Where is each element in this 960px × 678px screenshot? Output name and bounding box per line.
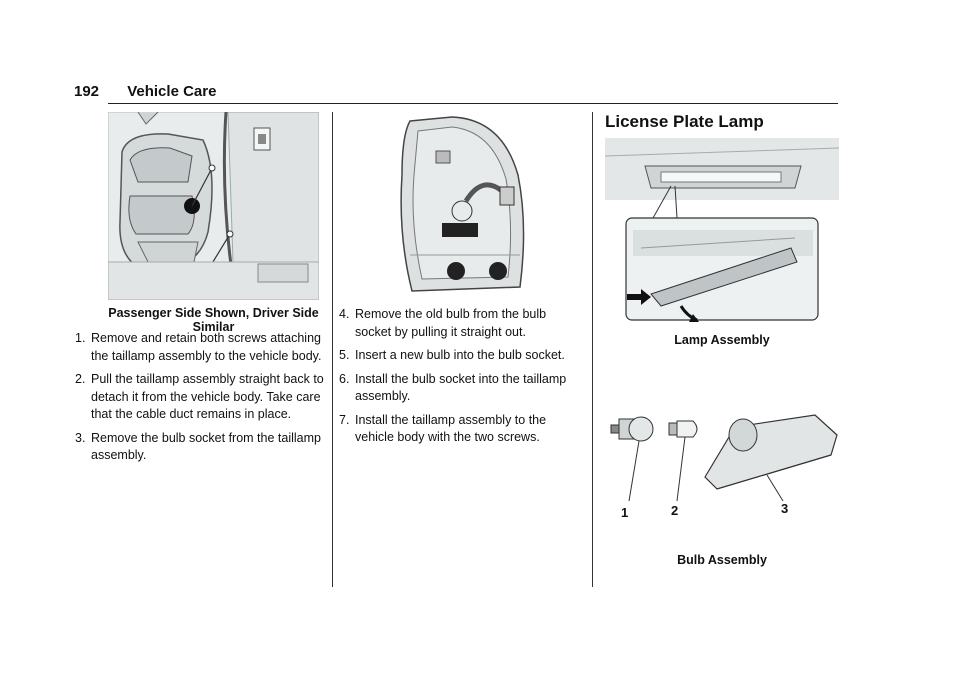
- figure-caption-bulb-assembly: Bulb Assembly: [677, 553, 767, 567]
- section-title: License Plate Lamp: [605, 112, 764, 131]
- page-number: 192: [74, 83, 100, 100]
- step-item: 1.Remove and retain both screws attachin…: [75, 331, 322, 363]
- taillamp-vehicle-illustration: [108, 112, 319, 300]
- step-item: 4.Remove the old bulb from the bulb sock…: [339, 307, 547, 339]
- figure-caption-lamp-assembly: Lamp Assembly: [674, 333, 770, 347]
- callout-1: 1: [621, 505, 628, 520]
- step-item: 2.Pull the taillamp assembly straight ba…: [75, 372, 324, 421]
- steps-list-left: 1.Remove and retain both screws attachin…: [75, 330, 325, 471]
- callout-2: 2: [671, 503, 678, 518]
- bulb-assembly-illustration: 1 2 3: [610, 414, 838, 520]
- steps-list-middle: 4.Remove the old bulb from the bulb sock…: [339, 306, 579, 453]
- figure-caption-taillamp: Passenger Side Shown, Driver Side Simila…: [108, 306, 319, 334]
- header-rule: [108, 103, 838, 104]
- callout-3: 3: [781, 501, 788, 516]
- page-header: 192 Vehicle Care: [74, 83, 216, 100]
- taillamp-back-illustration: [400, 116, 525, 292]
- step-item: 5.Insert a new bulb into the bulb socket…: [339, 348, 565, 362]
- step-item: 7.Install the taillamp assembly to the v…: [339, 412, 547, 445]
- section-title-header: Vehicle Care: [127, 83, 217, 100]
- column-divider-right: [592, 112, 593, 587]
- lamp-assembly-illustration: [605, 138, 839, 322]
- column-divider-left: [332, 112, 333, 587]
- step-item: 6.Install the bulb socket into the taill…: [339, 371, 567, 404]
- step-item: 3.Remove the bulb socket from the tailla…: [75, 430, 321, 463]
